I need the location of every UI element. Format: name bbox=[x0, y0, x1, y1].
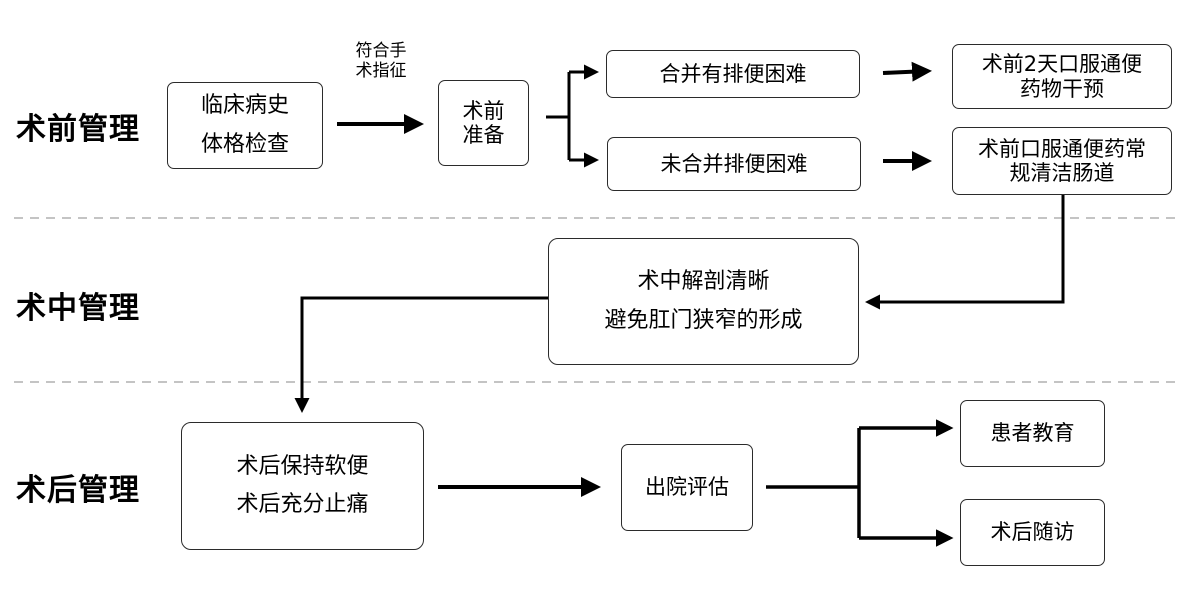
node-intraop-line-2: 避免肛门狭窄的形成 bbox=[604, 307, 803, 333]
node-laxative-intervention-line-2: 药物干预 bbox=[1020, 76, 1104, 101]
node-discharge-label: 出院评估 bbox=[645, 475, 729, 500]
node-laxative-intervention-line-1: 术前2天口服通便 bbox=[981, 52, 1143, 77]
node-prep: 术前 准备 bbox=[438, 80, 529, 166]
node-bowel-cleansing-line-2: 规清洁肠道 bbox=[1009, 161, 1115, 185]
node-education: 患者教育 bbox=[960, 400, 1105, 467]
connector-intraop-to-postop bbox=[294, 296, 548, 413]
node-discharge: 出院评估 bbox=[621, 444, 753, 531]
node-prep-line-2: 准备 bbox=[462, 123, 505, 147]
node-with-difficulty: 合并有排便困难 bbox=[606, 50, 860, 98]
arrow-to-laxative-intervention bbox=[882, 61, 932, 82]
node-history: 临床病史 体格检查 bbox=[167, 82, 323, 169]
connector-cleansing-to-intraop bbox=[865, 195, 1065, 310]
node-bowel-cleansing: 术前口服通便药常 规清洁肠道 bbox=[952, 127, 1172, 195]
node-followup: 术后随访 bbox=[960, 499, 1105, 566]
node-postop-care: 术后保持软便 术后充分止痛 bbox=[181, 422, 424, 550]
node-laxative-intervention: 术前2天口服通便 药物干预 bbox=[952, 44, 1172, 109]
node-intraop-line-1: 术中解剖清晰 bbox=[637, 269, 770, 294]
section-title-preop: 术前管理 bbox=[16, 112, 140, 147]
node-without-difficulty-label: 未合并排便困难 bbox=[660, 151, 808, 176]
label-indication: 符合手 术指征 bbox=[345, 41, 417, 82]
node-postop-care-line-2: 术后充分止痛 bbox=[236, 492, 369, 517]
node-without-difficulty: 未合并排便困难 bbox=[607, 137, 861, 191]
label-indication-line-2: 术指征 bbox=[355, 61, 407, 82]
section-title-postop: 术后管理 bbox=[16, 473, 140, 508]
node-education-label: 患者教育 bbox=[990, 421, 1075, 446]
node-intraop: 术中解剖清晰 避免肛门狭窄的形成 bbox=[548, 238, 859, 365]
node-with-difficulty-label: 合并有排便困难 bbox=[659, 61, 807, 86]
section-title-intraop: 术中管理 bbox=[16, 291, 140, 326]
label-indication-line-1: 符合手 bbox=[355, 41, 407, 61]
node-bowel-cleansing-line-1: 术前口服通便药常 bbox=[978, 136, 1146, 161]
node-postop-care-line-1: 术后保持软便 bbox=[236, 453, 369, 479]
node-history-line-2: 体格检查 bbox=[200, 131, 289, 157]
node-history-line-1: 临床病史 bbox=[200, 93, 289, 118]
node-followup-label: 术后随访 bbox=[990, 520, 1075, 545]
node-prep-line-1: 术前 bbox=[462, 98, 505, 123]
